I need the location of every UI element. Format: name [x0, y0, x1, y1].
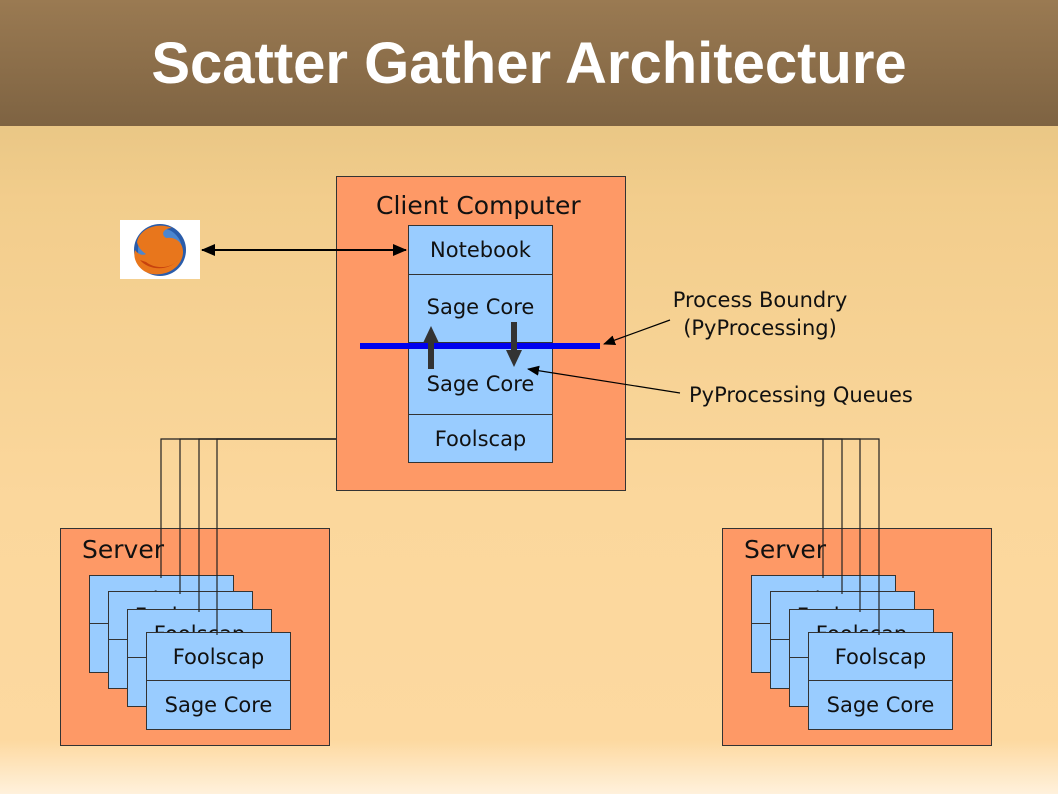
sage-core-lower-layer: Sage Core — [408, 342, 553, 415]
server-label: Server — [744, 535, 826, 564]
process-boundary-label-line2: (PyProcessing) — [683, 316, 837, 340]
sage-core-box: Sage Core — [146, 680, 291, 730]
slide-title: Scatter Gather Architecture — [151, 31, 907, 96]
title-bar: Scatter Gather Architecture — [0, 0, 1058, 126]
firefox-icon — [120, 220, 200, 279]
server-label: Server — [82, 535, 164, 564]
client-computer-label: Client Computer — [376, 191, 581, 220]
queues-pointer — [527, 365, 681, 394]
process-boundary-label: Process Boundry (PyProcessing) — [665, 288, 855, 340]
server-panel-left: Server Foolscap Sage Core Foolscap Sage … — [60, 528, 330, 746]
server-instance-card: Foolscap Sage Core — [146, 632, 291, 730]
server-panel-right: Server Foolscap Sage Core Foolscap Sage … — [722, 528, 992, 746]
pyprocessing-queues-label: PyProcessing Queues — [689, 383, 913, 407]
sage-core-box: Sage Core — [808, 680, 953, 730]
server-instance-card: Foolscap Sage Core — [808, 632, 953, 730]
process-boundary-label-line1: Process Boundry — [672, 288, 848, 312]
process-boundary-pointer — [603, 319, 671, 345]
foolscap-layer: Foolscap — [408, 414, 553, 463]
notebook-layer: Notebook — [408, 225, 553, 275]
